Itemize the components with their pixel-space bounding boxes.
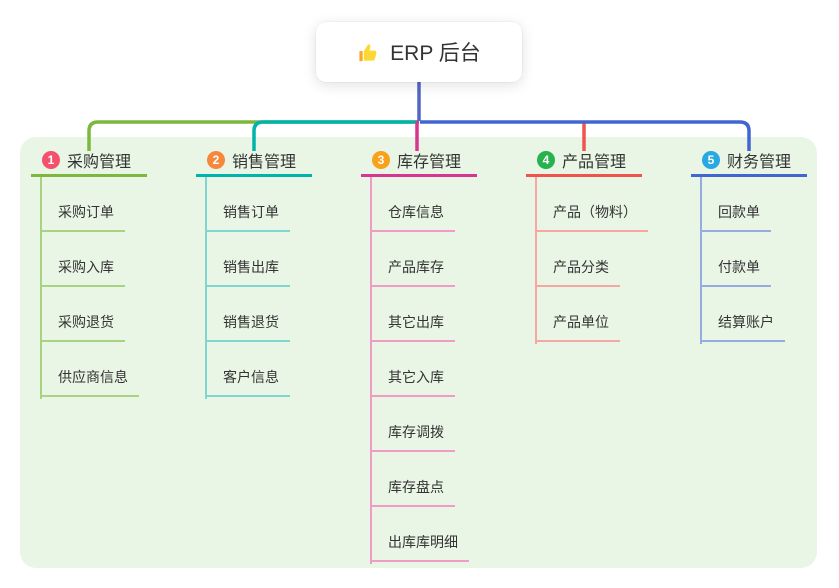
branch-4: 4 产品管理产品（物料） 产品分类产品单位 — [526, 146, 696, 344]
child-node-label[interactable]: 付款单 — [700, 257, 771, 287]
child-node: 采购退货 — [40, 287, 139, 342]
child-node-label[interactable]: 销售订单 — [205, 202, 290, 232]
branch-children: 产品（物料） 产品分类产品单位 — [535, 177, 648, 342]
child-node: 客户信息 — [205, 342, 290, 397]
child-node-label[interactable]: 销售退货 — [205, 312, 290, 342]
branch-spine — [700, 177, 702, 344]
root-title: ERP 后台 — [390, 42, 481, 65]
child-node-label[interactable]: 采购退货 — [40, 312, 125, 342]
branch-index-badge: 1 — [42, 151, 60, 169]
branch-children: 仓库信息产品库存其它出库其它入库库存调拨库存盘点出库库明细 — [370, 177, 469, 562]
branch-children: 回款单付款单结算账户 — [700, 177, 785, 342]
branch-header-2[interactable]: 2 销售管理 — [196, 146, 312, 177]
branch-3: 3 库存管理仓库信息产品库存其它出库其它入库库存调拨库存盘点出库库明细 — [361, 146, 531, 564]
child-node: 出库库明细 — [370, 507, 469, 562]
child-node: 库存调拨 — [370, 397, 469, 452]
branch-title: 采购管理 — [67, 154, 132, 171]
root-node[interactable]: ERP 后台 — [316, 22, 522, 82]
branch-children: 采购订单采购入库采购退货供应商信息 — [40, 177, 139, 397]
branch-index-badge: 3 — [372, 151, 390, 169]
child-node-label[interactable]: 产品（物料） — [535, 202, 648, 232]
child-node-label[interactable]: 库存调拨 — [370, 422, 455, 452]
branch-5: 5 财务管理回款单付款单结算账户 — [691, 146, 839, 344]
child-node: 产品（物料） — [535, 177, 648, 232]
branch-children: 销售订单销售出库销售退货客户信息 — [205, 177, 290, 397]
child-node-label[interactable]: 其它出库 — [370, 312, 455, 342]
branch-spine — [40, 177, 42, 399]
branch-title: 销售管理 — [232, 154, 297, 171]
child-node: 产品库存 — [370, 232, 469, 287]
child-node-label[interactable]: 供应商信息 — [40, 367, 139, 397]
child-node: 销售订单 — [205, 177, 290, 232]
child-node: 回款单 — [700, 177, 785, 232]
child-node: 产品单位 — [535, 287, 648, 342]
branch-title: 产品管理 — [562, 154, 627, 171]
child-node-label[interactable]: 产品分类 — [535, 257, 620, 287]
child-node: 销售退货 — [205, 287, 290, 342]
child-node: 其它入库 — [370, 342, 469, 397]
branch-header-3[interactable]: 3 库存管理 — [361, 146, 477, 177]
child-node-label[interactable]: 仓库信息 — [370, 202, 455, 232]
child-node-label[interactable]: 采购入库 — [40, 257, 125, 287]
child-node: 库存盘点 — [370, 452, 469, 507]
branch-2: 2 销售管理销售订单销售出库销售退货客户信息 — [196, 146, 366, 399]
child-node: 付款单 — [700, 232, 785, 287]
branch-title: 财务管理 — [727, 154, 792, 171]
branch-header-4[interactable]: 4 产品管理 — [526, 146, 642, 177]
child-node: 仓库信息 — [370, 177, 469, 232]
branch-header-5[interactable]: 5 财务管理 — [691, 146, 807, 177]
child-node-label[interactable]: 产品单位 — [535, 312, 620, 342]
child-node-label[interactable]: 出库库明细 — [370, 532, 469, 562]
child-node-label[interactable]: 其它入库 — [370, 367, 455, 397]
child-node: 其它出库 — [370, 287, 469, 342]
child-node-label[interactable]: 销售出库 — [205, 257, 290, 287]
child-node-label[interactable]: 采购订单 — [40, 202, 125, 232]
branch-spine — [205, 177, 207, 399]
child-node-label[interactable]: 结算账户 — [700, 312, 785, 342]
child-node-label[interactable]: 回款单 — [700, 202, 771, 232]
child-node-label[interactable]: 库存盘点 — [370, 477, 455, 507]
child-node: 结算账户 — [700, 287, 785, 342]
child-node-label[interactable]: 产品库存 — [370, 257, 455, 287]
branches-panel — [20, 137, 817, 568]
branch-title: 库存管理 — [397, 154, 462, 171]
branch-index-badge: 2 — [207, 151, 225, 169]
child-node: 销售出库 — [205, 232, 290, 287]
child-node: 供应商信息 — [40, 342, 139, 397]
child-node: 采购入库 — [40, 232, 139, 287]
branch-1: 1 采购管理采购订单采购入库采购退货供应商信息 — [31, 146, 201, 399]
child-node: 产品分类 — [535, 232, 648, 287]
child-node: 采购订单 — [40, 177, 139, 232]
branch-index-badge: 5 — [702, 151, 720, 169]
branch-spine — [535, 177, 537, 344]
branch-index-badge: 4 — [537, 151, 555, 169]
branch-header-1[interactable]: 1 采购管理 — [31, 146, 147, 177]
child-node-label[interactable]: 客户信息 — [205, 367, 290, 397]
thumbs-up-icon — [357, 41, 380, 64]
branch-spine — [370, 177, 372, 564]
